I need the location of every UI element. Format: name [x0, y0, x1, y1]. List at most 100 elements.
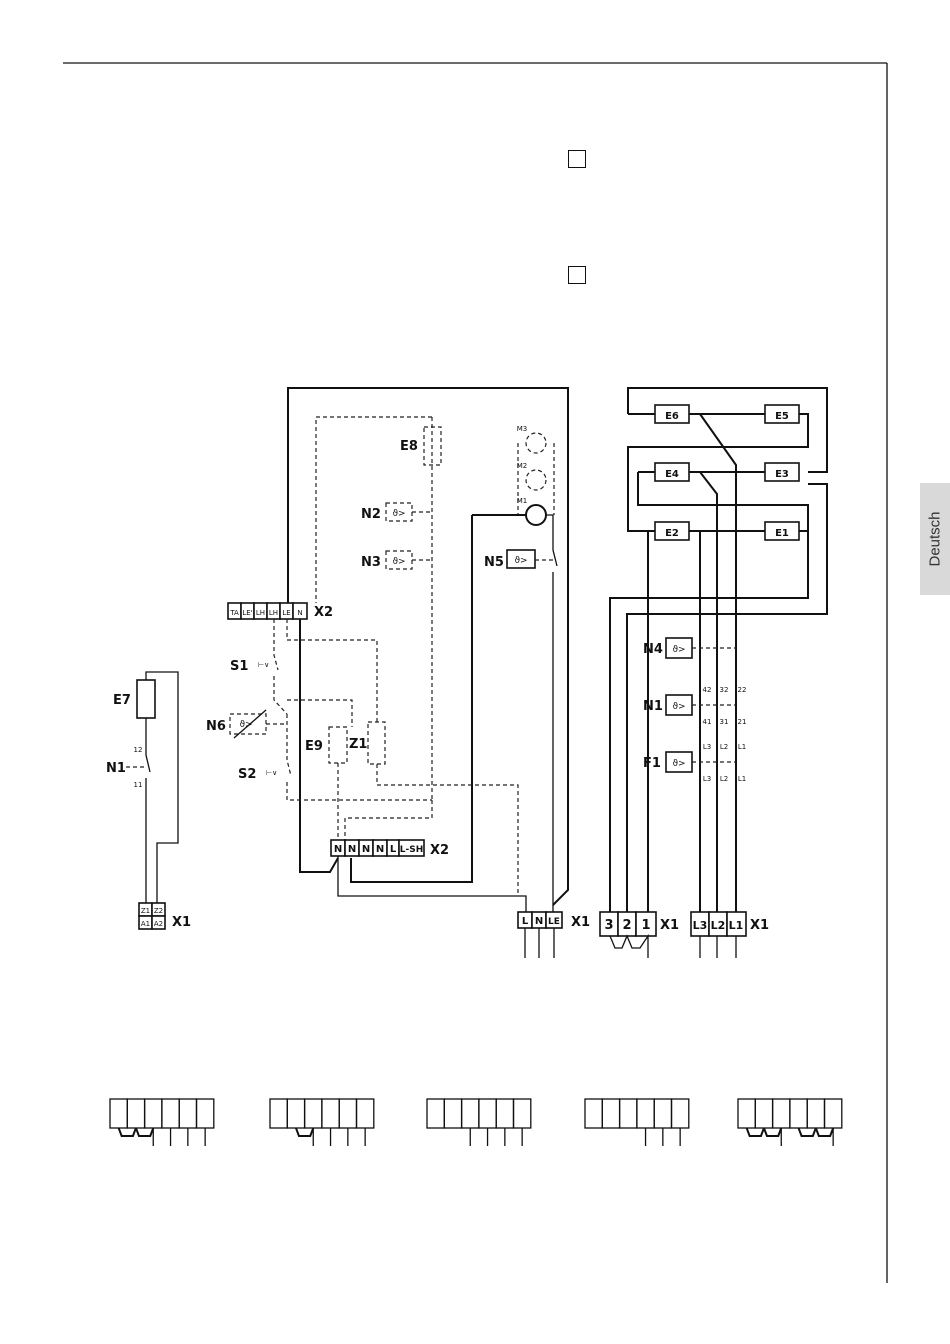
svg-text:ϑ>: ϑ> [392, 509, 405, 519]
checkbox-2[interactable] [568, 266, 586, 284]
svg-text:X1: X1 [172, 915, 191, 930]
svg-text:N1: N1 [106, 761, 126, 776]
svg-text:LH: LH [256, 609, 265, 617]
terminal-cell [737, 1098, 756, 1129]
svg-text:E4: E4 [665, 469, 679, 480]
terminal-cell [443, 1098, 463, 1129]
svg-text:N6: N6 [206, 719, 226, 734]
terminal-cell [460, 1098, 480, 1129]
svg-text:N3: N3 [361, 555, 381, 570]
svg-text:41: 41 [703, 718, 712, 726]
svg-text:ϑ>: ϑ> [392, 557, 405, 567]
terminal-cell [495, 1098, 515, 1129]
terminal-block-3 [426, 1098, 532, 1146]
svg-text:LH: LH [269, 609, 278, 617]
terminal-cell [584, 1098, 603, 1129]
e7-circuit: E7 N1 12 11 Z1 Z2 A1 A2 X1 [106, 671, 191, 930]
svg-text:E8: E8 [400, 439, 418, 454]
svg-text:N: N [535, 916, 543, 927]
terminal-cell [512, 1098, 532, 1129]
terminal-cell [178, 1098, 198, 1129]
svg-text:TA: TA [229, 609, 239, 617]
svg-text:L2: L2 [720, 775, 728, 783]
language-tab-deutsch[interactable]: Deutsch [920, 483, 950, 595]
svg-text:ϑ>: ϑ> [672, 759, 685, 769]
svg-text:L2: L2 [711, 919, 726, 932]
svg-text:L3: L3 [703, 743, 711, 751]
svg-text:N: N [376, 844, 384, 855]
svg-text:N2: N2 [361, 507, 381, 522]
svg-text:A2: A2 [154, 920, 163, 928]
svg-text:X1: X1 [660, 918, 679, 933]
bridge [797, 1127, 817, 1137]
terminal-block-1 [109, 1098, 215, 1146]
svg-text:N: N [297, 609, 302, 617]
terminal-cell [789, 1098, 808, 1129]
terminal-cell [109, 1098, 128, 1129]
terminal-cell [601, 1098, 621, 1129]
svg-text:X2: X2 [314, 605, 333, 620]
terminal-cell [426, 1098, 445, 1129]
svg-text:E9: E9 [305, 739, 323, 754]
svg-text:2: 2 [622, 918, 631, 933]
terminal-block-examples [109, 1098, 843, 1146]
svg-text:L1: L1 [729, 919, 744, 932]
x1-right-terminal-a: 3 2 1 X1 [599, 911, 679, 958]
center-circuit: E8 ϑ> N2 ϑ> N3 M3 M2 M1 ϑ> N5 TA LE' LH … [206, 387, 590, 958]
svg-text:ϑ>: ϑ> [672, 702, 685, 712]
svg-text:11: 11 [134, 781, 143, 789]
terminal-cell [618, 1098, 638, 1129]
svg-text:LE: LE [548, 917, 560, 927]
svg-text:32: 32 [720, 686, 729, 694]
svg-text:Z2: Z2 [154, 907, 163, 915]
bridge [295, 1127, 315, 1137]
terminal-cell [478, 1098, 497, 1129]
svg-text:L1: L1 [738, 743, 746, 751]
svg-text:21: 21 [738, 718, 747, 726]
svg-text:E6: E6 [665, 411, 679, 422]
checkbox-1[interactable] [568, 150, 586, 168]
terminal-cell [195, 1098, 215, 1129]
x1-right-terminal-b: L3 L2 L1 X1 [690, 911, 769, 958]
svg-text:L: L [522, 916, 529, 927]
x2-bottom-terminal: N N N N L L-SH X2 [330, 839, 449, 858]
svg-text:N5: N5 [484, 555, 504, 570]
terminal-cell [286, 1098, 306, 1129]
svg-text:N: N [348, 844, 356, 855]
bridge [745, 1127, 765, 1137]
bridge [117, 1127, 137, 1137]
svg-text:22: 22 [738, 686, 747, 694]
terminal-cell [161, 1098, 180, 1129]
pushbutton-symbol: ⊢∨ [258, 661, 269, 669]
svg-text:S1: S1 [230, 659, 248, 674]
terminal-cell [823, 1098, 843, 1129]
svg-text:E1: E1 [775, 528, 789, 539]
pushbutton-symbol: ⊢∨ [266, 769, 277, 777]
svg-text:LE': LE' [242, 609, 252, 617]
svg-text:E5: E5 [775, 411, 789, 422]
e8-heater [423, 426, 442, 466]
bridge [814, 1127, 835, 1137]
svg-text:12: 12 [134, 746, 143, 754]
svg-text:L: L [390, 844, 397, 855]
bridge [135, 1127, 155, 1137]
terminal-cell [355, 1098, 375, 1129]
svg-text:M3: M3 [517, 425, 528, 433]
svg-text:Z1: Z1 [349, 737, 367, 752]
svg-text:ϑ>: ϑ> [239, 720, 252, 730]
svg-text:X1: X1 [750, 918, 769, 933]
terminal-cell [771, 1098, 791, 1129]
svg-text:42: 42 [703, 686, 712, 694]
svg-text:L-SH: L-SH [400, 845, 423, 855]
terminal-cell [806, 1098, 826, 1129]
svg-text:S2: S2 [238, 767, 256, 782]
svg-text:1: 1 [641, 918, 650, 933]
svg-text:LE: LE [282, 609, 290, 617]
terminal-cell [338, 1098, 358, 1129]
svg-text:N4: N4 [643, 642, 663, 657]
svg-text:Z1: Z1 [141, 907, 150, 915]
svg-text:M2: M2 [517, 462, 528, 470]
svg-text:A1: A1 [141, 920, 150, 928]
svg-text:E3: E3 [775, 469, 789, 480]
